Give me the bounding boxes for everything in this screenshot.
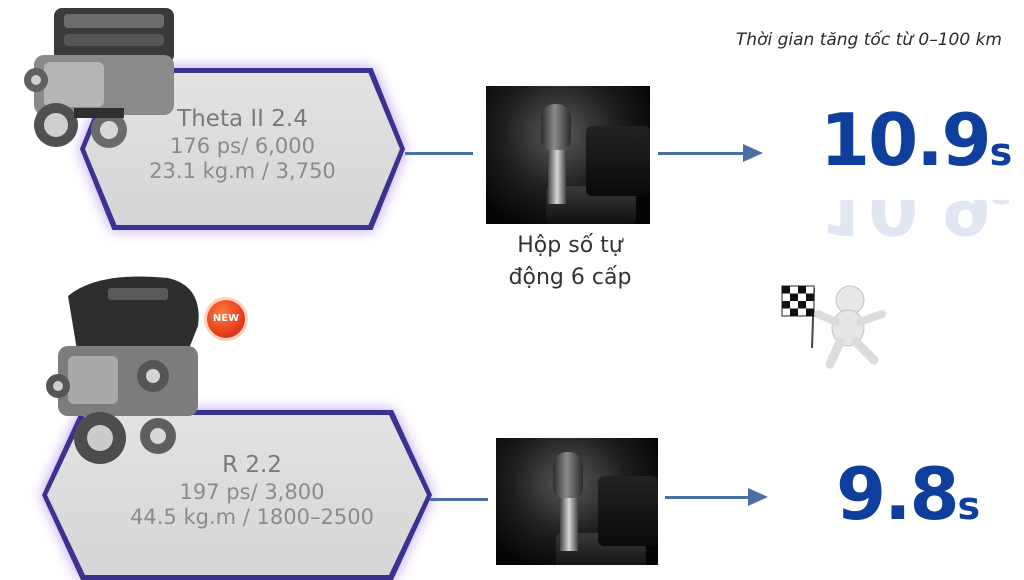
accel-time-theta: 10.9s xyxy=(820,98,1012,182)
gearbox-label-line1: Hộp số tự xyxy=(517,233,623,258)
gearbox-label-line2: động 6 cấp xyxy=(508,264,632,290)
engine-torque: 44.5 kg.m / 1800–2500 xyxy=(130,504,374,529)
finish-flag-figure-icon xyxy=(781,285,886,369)
arrowhead-icon xyxy=(748,488,768,506)
engine-power: 197 ps/ 3,800 xyxy=(179,479,325,504)
arrowhead-icon xyxy=(743,144,763,162)
engine-name: R 2.2 xyxy=(222,452,282,478)
accel-time-unit: s xyxy=(957,484,981,528)
gearbox-photo xyxy=(496,438,658,565)
accel-time-r22: 9.8s xyxy=(836,452,980,536)
engine-image-theta xyxy=(24,8,174,148)
engine-torque: 23.1 kg.m / 3,750 xyxy=(149,158,336,183)
arrow-line-engine-to-gearbox xyxy=(405,152,473,155)
gearbox-photo xyxy=(486,86,650,224)
accel-time-value: 9.8 xyxy=(836,452,960,536)
accel-time-value: 10.9 xyxy=(820,98,992,182)
new-badge: NEW xyxy=(207,300,245,338)
arrow-line-gearbox-to-time xyxy=(665,496,751,499)
accel-time-unit: s xyxy=(989,130,1013,174)
engine-power: 176 ps/ 6,000 xyxy=(170,133,315,158)
arrow-line-gearbox-to-time xyxy=(658,152,746,155)
engine-name: Theta II 2.4 xyxy=(177,106,308,132)
accel-time-reflection: 10.9s xyxy=(820,200,1012,250)
arrow-line-engine-to-gearbox xyxy=(430,498,488,501)
acceleration-caption: Thời gian tăng tốc từ 0–100 km xyxy=(735,30,1002,50)
gearbox-label: Hộp số tự động 6 cấp xyxy=(480,230,660,294)
engine-image-r22 xyxy=(46,276,199,464)
